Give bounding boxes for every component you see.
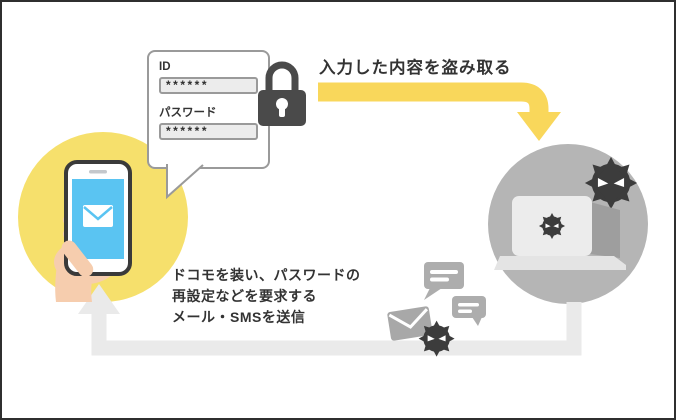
villain-icon xyxy=(418,320,455,357)
hand-thumb xyxy=(61,240,94,277)
send-annotation-line1: ドコモを装い、パスワードの xyxy=(172,267,361,283)
gear-icon xyxy=(538,212,566,240)
password-label: パスワード xyxy=(159,107,217,119)
send-annotation: ドコモを装い、パスワードの 再設定などを要求する メール・SMSを送信 xyxy=(172,265,361,328)
password-input: ****** xyxy=(159,123,258,140)
id-input: ****** xyxy=(159,77,258,94)
arrow-right-down-icon xyxy=(318,82,561,141)
attacker-art xyxy=(494,156,638,270)
padlock-shackle xyxy=(265,61,299,94)
smartphone-icon xyxy=(64,160,132,276)
padlock-keyhole-stem xyxy=(279,106,285,117)
laptop-base xyxy=(494,256,626,270)
phishing-messages xyxy=(387,262,486,357)
send-annotation-line2: 再設定などを要求する xyxy=(172,288,317,304)
phone-speaker xyxy=(89,170,107,174)
villain-icon xyxy=(584,156,638,210)
login-form-bubble: ID ****** パスワード ****** xyxy=(147,50,270,169)
laptop-side xyxy=(590,202,620,258)
send-annotation-line3: メール・SMSを送信 xyxy=(172,309,306,325)
mail-icon xyxy=(83,205,113,227)
chat-bubble-icon xyxy=(424,262,464,300)
smartphone-in-hand xyxy=(54,160,132,302)
laptop-icon xyxy=(494,196,626,270)
padlock-icon xyxy=(258,61,306,126)
steal-annotation: 入力した内容を盗み取る xyxy=(319,59,512,77)
speech-bubble-tail xyxy=(166,164,204,200)
id-label: ID xyxy=(159,61,171,73)
chat-bubble-icon xyxy=(452,296,486,326)
padlock-keyhole xyxy=(276,98,288,110)
